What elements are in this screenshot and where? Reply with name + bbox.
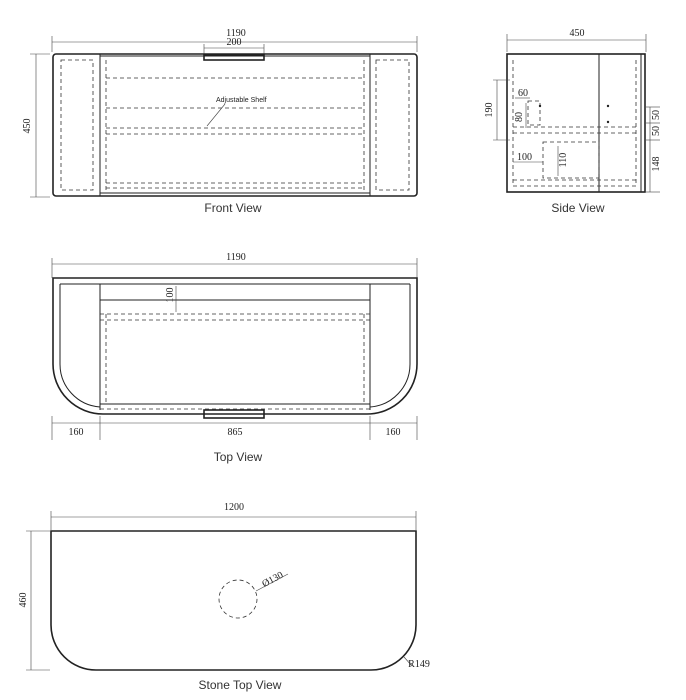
top-left-dim: 160 bbox=[69, 427, 84, 438]
top-right-dim: 160 bbox=[386, 427, 401, 438]
stone-outline: Ø130 R149 bbox=[50, 530, 430, 671]
top-width-dimension: 1190 bbox=[51, 252, 418, 278]
side-depth-label: 450 bbox=[570, 28, 585, 39]
stone-hole-label: Ø130 bbox=[260, 570, 285, 590]
front-height-label: 450 bbox=[22, 119, 33, 134]
stone-height-dimension: 460 bbox=[18, 530, 50, 671]
side-view: 450 190 60 80 bbox=[484, 28, 662, 215]
side-dim-190: 190 bbox=[484, 103, 495, 118]
front-width-dimension: 1190 bbox=[51, 28, 418, 52]
side-dim-148: 148 bbox=[651, 157, 662, 172]
front-view-caption: Front View bbox=[204, 201, 261, 215]
side-dim-110: 110 bbox=[558, 153, 569, 168]
side-cabinet bbox=[506, 53, 646, 193]
side-dim-60: 60 bbox=[518, 88, 528, 99]
top-center-dim: 865 bbox=[228, 427, 243, 438]
front-handle-dimension: 200 bbox=[203, 37, 265, 60]
front-view: 1190 450 200 bbox=[22, 28, 418, 215]
side-dim-50b: 50 bbox=[651, 126, 662, 136]
side-dimensions: 190 60 80 100 110 50 50 148 bbox=[484, 79, 662, 193]
stone-radius-label: R149 bbox=[408, 659, 430, 670]
side-depth-dimension: 450 bbox=[506, 28, 647, 52]
stone-height-label: 460 bbox=[18, 593, 29, 608]
front-width-label: 1190 bbox=[226, 28, 246, 39]
top-bottom-dimensions: 160 865 160 bbox=[51, 416, 418, 440]
front-height-dimension: 450 bbox=[22, 53, 50, 198]
top-view-caption: Top View bbox=[214, 450, 263, 464]
stone-width-label: 1200 bbox=[224, 502, 244, 513]
top-view: 1190 100 160 865 bbox=[51, 252, 418, 464]
top-depth-label: 100 bbox=[165, 288, 176, 303]
front-handle-label: 200 bbox=[227, 37, 242, 48]
top-cabinet: 100 bbox=[52, 277, 418, 419]
basin-hole bbox=[218, 579, 258, 619]
stone-width-dimension: 1200 bbox=[50, 502, 417, 530]
side-dim-100: 100 bbox=[517, 152, 532, 163]
side-view-caption: Side View bbox=[551, 201, 604, 215]
adjustable-shelf-label: Adjustable Shelf bbox=[216, 97, 267, 104]
side-dim-80: 80 bbox=[514, 112, 525, 122]
stone-top-view: 1200 460 Ø130 R149 Stone Top View bbox=[18, 502, 430, 692]
stone-view-caption: Stone Top View bbox=[199, 678, 282, 692]
side-dim-50a: 50 bbox=[651, 110, 662, 120]
front-cabinet: Adjustable Shelf bbox=[52, 53, 418, 197]
top-width-label: 1190 bbox=[226, 252, 246, 263]
